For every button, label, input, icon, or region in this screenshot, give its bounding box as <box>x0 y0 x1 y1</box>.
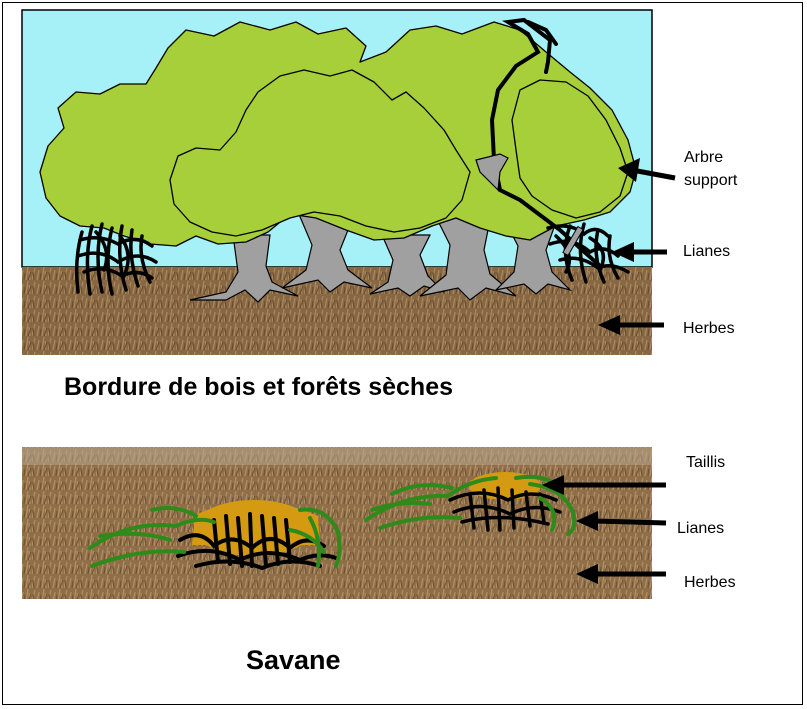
label-lianes-forest: Lianes <box>683 243 731 260</box>
label-herbes-forest: Herbes <box>683 320 735 337</box>
thicket-left <box>88 500 342 571</box>
liana-hook <box>475 153 509 192</box>
label-support: support <box>684 172 738 189</box>
label-taillis: Taillis <box>686 454 726 471</box>
label-herbes-savanna: Herbes <box>684 574 736 591</box>
tree-canopy <box>39 21 637 247</box>
label-lianes-savanna: Lianes <box>677 520 725 537</box>
gray-stick <box>562 225 584 257</box>
forest-panel <box>21 9 676 355</box>
savanna-panel <box>22 447 667 599</box>
climbing-liana <box>489 17 602 268</box>
tree-trunks <box>189 204 573 303</box>
liana-tangle-right <box>546 222 630 284</box>
arrows-forest <box>598 158 676 335</box>
label-arbre: Arbre <box>684 149 724 166</box>
forest-title: Bordure de bois et forêts sèches <box>64 373 454 401</box>
arrows-savanna <box>542 475 667 584</box>
savanna-title: Savane <box>246 645 341 675</box>
liana-tangle-left <box>74 222 158 296</box>
